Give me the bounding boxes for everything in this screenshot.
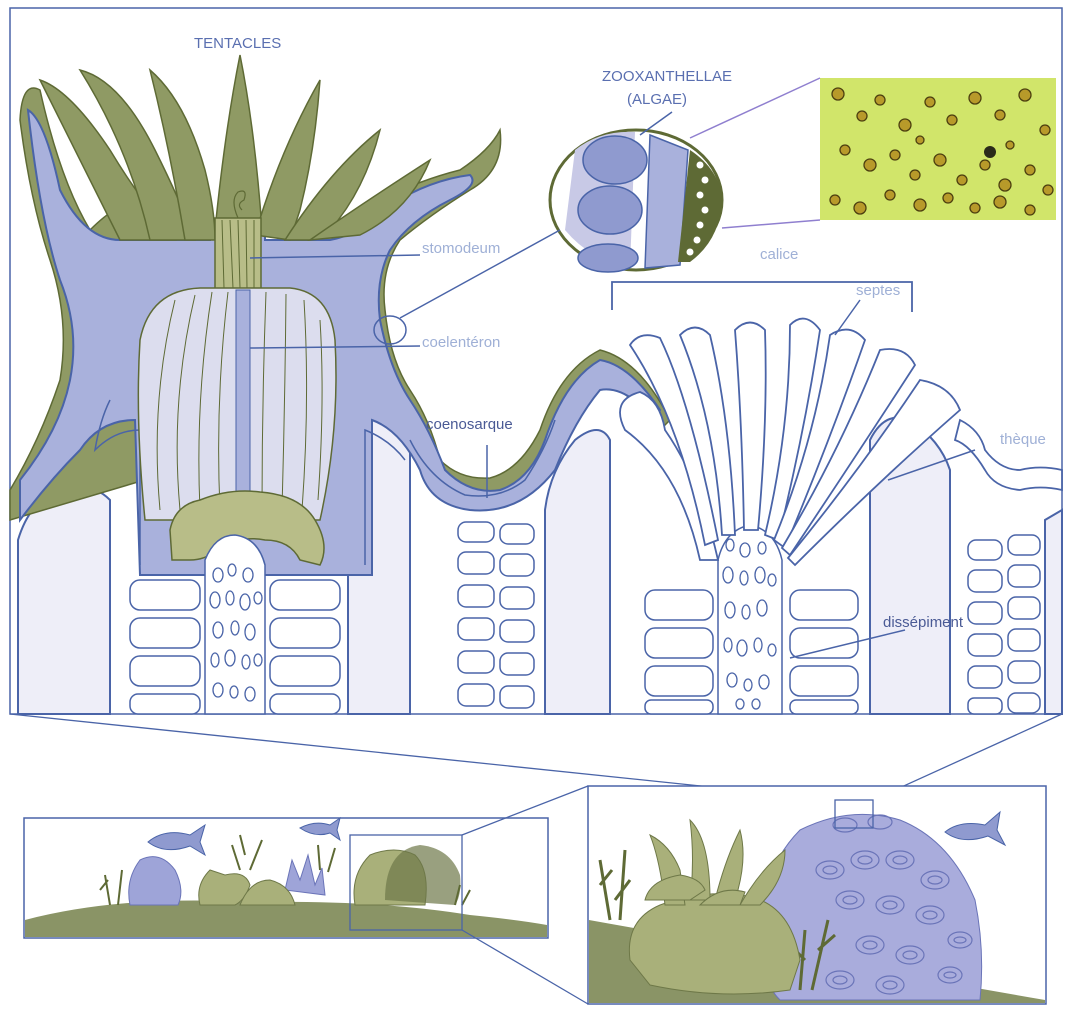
label-dissepiment: dissépiment xyxy=(883,614,964,631)
label-stomodeum: stomodeum xyxy=(422,240,500,257)
label-calice: calice xyxy=(760,246,798,263)
label-septes: septes xyxy=(856,282,900,299)
label-algae: (ALGAE) xyxy=(627,91,687,108)
overview-connector-bottom xyxy=(462,930,588,1004)
label-tentacles: TENTACLES xyxy=(194,35,281,52)
label-coenosarque: coenosarque xyxy=(426,416,513,433)
zoox-zoom-circle xyxy=(550,130,722,272)
algae-micrograph xyxy=(820,78,1056,220)
mesentery-body xyxy=(138,288,336,520)
main-section-panel: TENTACLES ZOOXANTHELLAE (ALGAE) stomodeu… xyxy=(10,8,1062,714)
label-zooxanthellae: ZOOXANTHELLAE xyxy=(602,68,732,85)
label-coelenteron: coelentéron xyxy=(422,334,500,351)
coral-closeup-panel xyxy=(588,786,1046,1004)
label-theque: thèque xyxy=(1000,431,1046,448)
reef-overview-panel xyxy=(24,818,548,938)
